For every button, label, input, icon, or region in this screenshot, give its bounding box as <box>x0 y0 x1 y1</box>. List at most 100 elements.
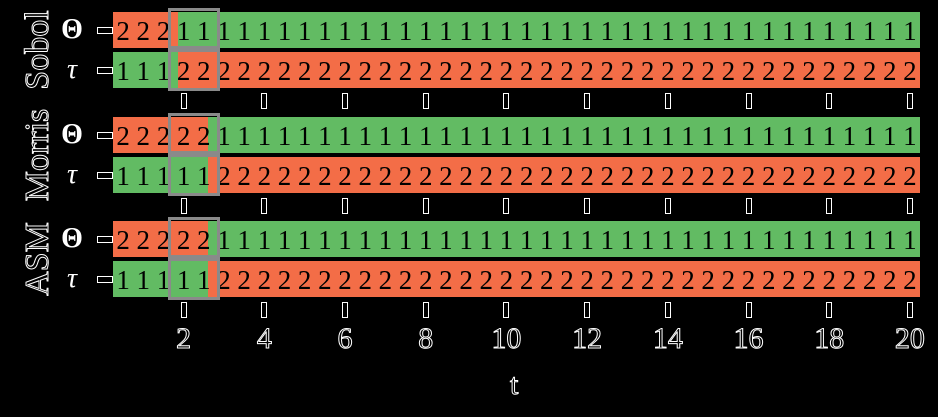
state-value: 1 <box>197 265 211 295</box>
state-value: 1 <box>297 225 312 255</box>
state-value: 2 <box>560 161 574 191</box>
state-value: 2 <box>318 161 332 191</box>
x-tick-label: 6 <box>337 322 353 356</box>
state-value: 2 <box>782 161 796 191</box>
state-value: 1 <box>560 16 574 46</box>
state-value: 1 <box>519 121 534 151</box>
state-value: 2 <box>398 56 413 86</box>
state-value: 1 <box>358 16 372 46</box>
state-value: 2 <box>882 56 897 86</box>
state-value: 1 <box>721 121 736 151</box>
state-value: 1 <box>257 16 272 46</box>
state-value: 2 <box>257 161 272 191</box>
tau-label: τ <box>66 54 78 85</box>
state-value: 1 <box>176 265 191 295</box>
state-value: 1 <box>862 121 877 151</box>
state-value: 2 <box>580 265 594 295</box>
state-value: 1 <box>318 121 332 151</box>
x-tick <box>422 93 429 109</box>
state-value: 1 <box>822 121 836 151</box>
x-tick <box>503 302 510 318</box>
state-value: 1 <box>741 16 756 46</box>
state-value: 1 <box>802 121 816 151</box>
state-value: 1 <box>378 121 393 151</box>
state-value: 1 <box>418 16 433 46</box>
state-value: 1 <box>822 225 836 255</box>
state-value: 2 <box>560 265 574 295</box>
state-value: 2 <box>378 265 393 295</box>
state-value: 2 <box>782 265 796 295</box>
x-tick-label: 4 <box>256 322 272 356</box>
segment <box>113 52 178 88</box>
x-tick <box>503 93 510 109</box>
state-value: 2 <box>459 56 473 86</box>
state-value: 2 <box>197 121 211 151</box>
x-tick <box>261 198 268 214</box>
state-value: 2 <box>358 161 372 191</box>
highlight-box <box>167 258 220 300</box>
state-value: 1 <box>822 16 836 46</box>
state-value: 1 <box>378 225 393 255</box>
state-value: 1 <box>197 161 211 191</box>
state-value: 2 <box>277 265 292 295</box>
state-value: 2 <box>136 225 151 255</box>
state-value: 2 <box>903 265 917 295</box>
panel-label-asm: ASM <box>19 222 57 297</box>
state-value: 2 <box>479 161 493 191</box>
state-value: 2 <box>802 161 816 191</box>
state-value: 2 <box>661 161 675 191</box>
theta-label: Θ <box>61 223 83 254</box>
segment <box>207 261 920 297</box>
state-value: 2 <box>661 56 675 86</box>
segment <box>113 157 208 193</box>
state-value: 1 <box>136 161 151 191</box>
state-value: 2 <box>418 161 433 191</box>
x-tick <box>584 198 591 214</box>
state-value: 1 <box>701 121 715 151</box>
state-value: 2 <box>640 161 655 191</box>
x-tick <box>261 302 268 318</box>
state-value: 2 <box>822 265 836 295</box>
state-value: 2 <box>257 56 272 86</box>
x-tick-label: 10 <box>491 322 522 356</box>
state-value: 1 <box>479 121 493 151</box>
state-value: 1 <box>459 121 473 151</box>
state-value: 2 <box>378 161 393 191</box>
state-value: 1 <box>297 121 312 151</box>
state-value: 1 <box>882 121 897 151</box>
state-value: 1 <box>277 121 292 151</box>
state-value: 2 <box>519 56 534 86</box>
state-value: 1 <box>136 265 151 295</box>
x-tick-label: 12 <box>572 322 603 356</box>
state-value: 2 <box>600 56 615 86</box>
state-value: 2 <box>338 56 352 86</box>
state-value: 1 <box>237 225 251 255</box>
state-value: 1 <box>540 225 554 255</box>
state-value: 1 <box>136 56 151 86</box>
state-value: 1 <box>116 56 130 86</box>
state-value: 1 <box>580 225 594 255</box>
state-value: 1 <box>580 121 594 151</box>
state-value: 2 <box>257 265 272 295</box>
state-value: 2 <box>378 56 393 86</box>
x-tick <box>826 302 833 318</box>
state-value: 1 <box>176 16 191 46</box>
state-value: 2 <box>519 161 534 191</box>
state-value: 2 <box>822 161 836 191</box>
state-value: 1 <box>439 121 453 151</box>
state-value: 2 <box>217 265 231 295</box>
state-value: 2 <box>741 56 756 86</box>
state-value: 1 <box>156 56 171 86</box>
state-value: 1 <box>338 121 352 151</box>
row-tick <box>97 132 113 139</box>
state-value: 2 <box>862 265 877 295</box>
x-tick <box>342 302 348 318</box>
state-value: 1 <box>439 16 453 46</box>
state-value: 2 <box>681 56 695 86</box>
x-tick <box>261 93 268 109</box>
state-value: 1 <box>721 16 736 46</box>
state-value: 2 <box>600 265 615 295</box>
x-tick-label: 20 <box>894 322 925 356</box>
